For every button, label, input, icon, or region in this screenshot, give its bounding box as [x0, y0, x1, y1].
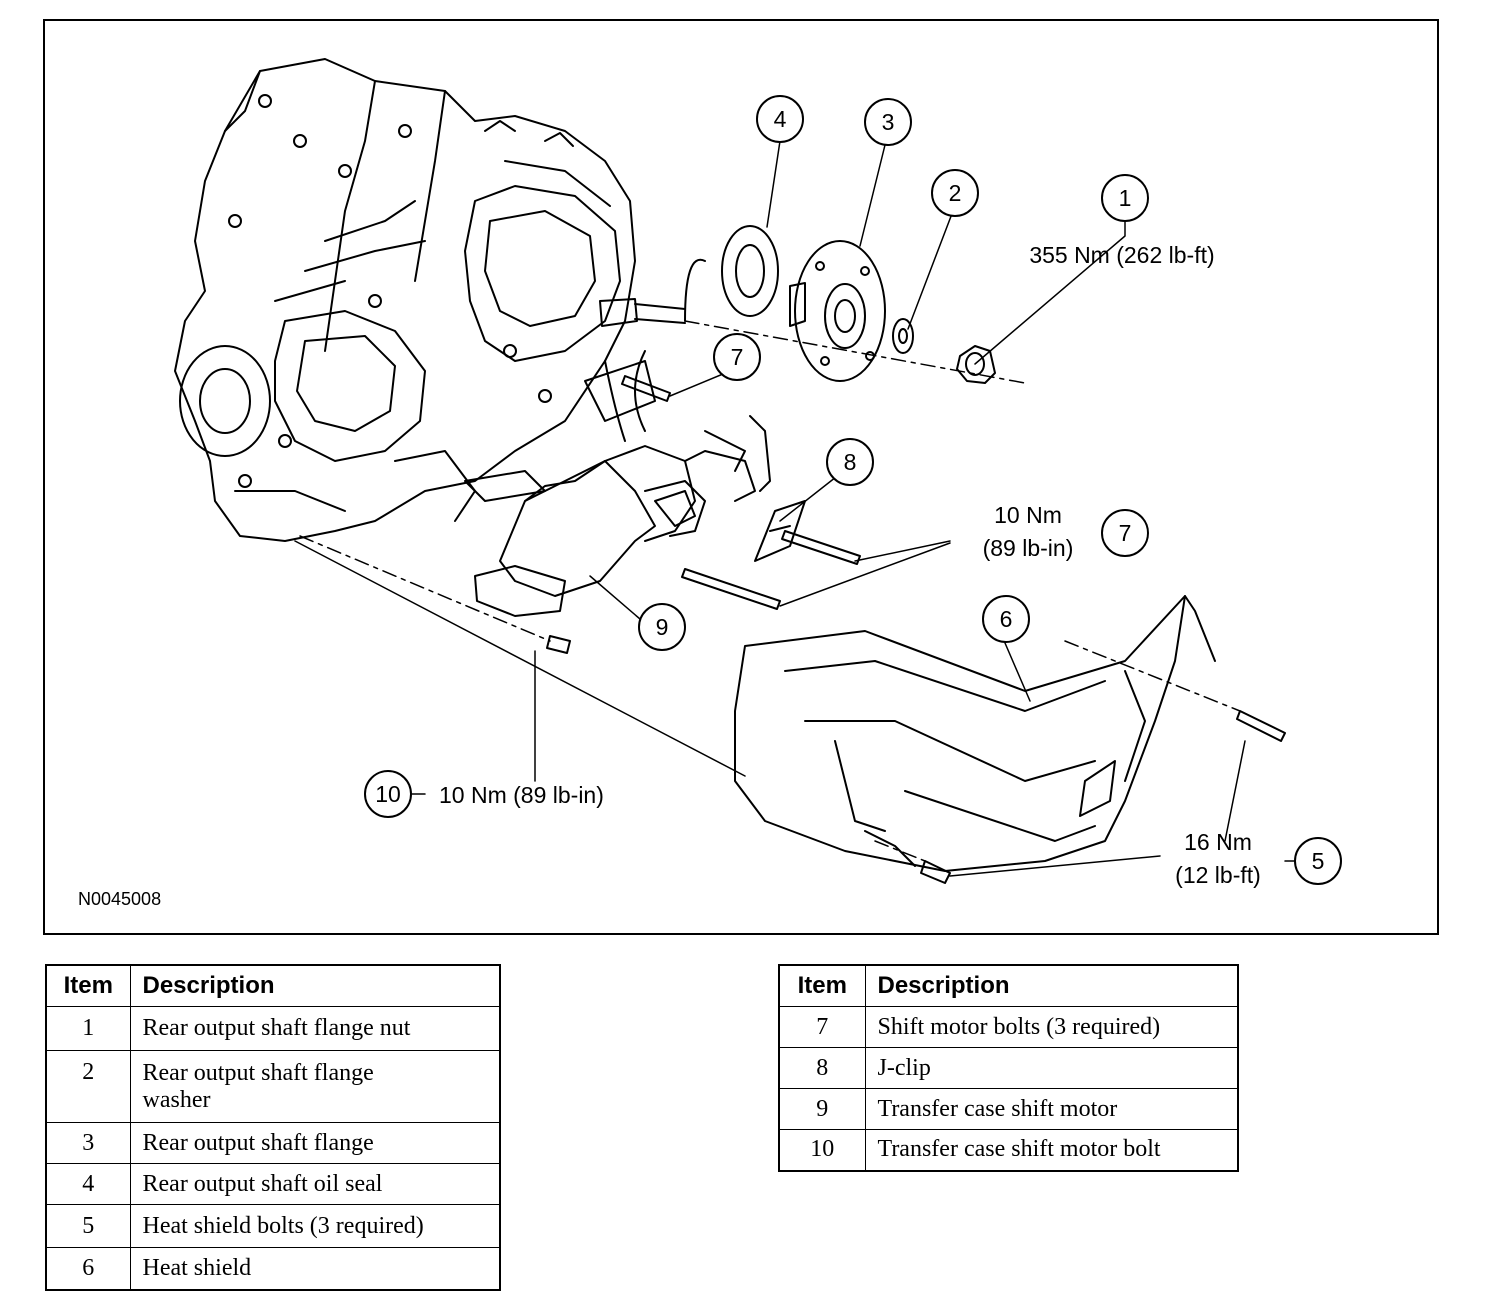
shift-motor-bolt-10 [299, 535, 571, 654]
table-row: 10 Transfer case shift motor bolt [778, 1129, 1239, 1171]
item-number: 2 [45, 1050, 131, 1123]
callout-10-label: 10 [375, 781, 401, 807]
callout-7-right: 7 [1101, 509, 1149, 557]
table-row: 9 Transfer case shift motor [778, 1088, 1239, 1130]
item-description: Heat shield [129, 1247, 501, 1290]
item-number: 9 [778, 1088, 866, 1130]
legend-table-right: Item Description 7 Shift motor bolts (3 … [778, 964, 1239, 1172]
callout-5: 5 [1294, 837, 1342, 885]
exploded-view-diagram: 1 2 3 4 5 6 7 [43, 19, 1439, 935]
callout-1-label: 1 [1119, 185, 1132, 211]
table-row: 6 Heat shield [45, 1247, 501, 1290]
callout-8: 8 [826, 438, 874, 486]
heat-shield-part [734, 595, 1216, 872]
item-number: 8 [778, 1047, 866, 1089]
table-row: 1 Rear output shaft flange nut [45, 1006, 501, 1051]
callout-2: 2 [931, 169, 979, 217]
transfer-case-housing [174, 58, 656, 542]
item-description: Transfer case shift motor [864, 1088, 1239, 1130]
item-description: J-clip [864, 1047, 1239, 1089]
torque-item-7-line1: 10 Nm [994, 502, 1062, 528]
shift-motor-bolts [621, 375, 861, 610]
flange-part [789, 240, 886, 382]
callout-bubbles: 1 2 3 4 5 6 7 [364, 95, 1342, 885]
item-description: Rear output shaft flange washer [129, 1050, 501, 1123]
item-number: 10 [778, 1129, 866, 1171]
torque-item-1: 355 Nm (262 lb-ft) [1029, 242, 1214, 268]
callout-10: 10 [364, 770, 412, 818]
callout-4-label: 4 [774, 106, 787, 132]
callout-7-right-label: 7 [1119, 520, 1132, 546]
oil-seal-part [684, 225, 779, 322]
item-number: 4 [45, 1163, 131, 1205]
item-header: Item [45, 964, 131, 1007]
torque-item-10: 10 Nm (89 lb-in) [439, 782, 604, 808]
description-header: Description [129, 964, 501, 1007]
item-description: Heat shield bolts (3 required) [129, 1204, 501, 1248]
diagram-canvas: 1 2 3 4 5 6 7 [78, 58, 1342, 909]
callout-3: 3 [864, 98, 912, 146]
item-description: Rear output shaft flange nut [129, 1006, 501, 1051]
legend-header-row: Item Description [45, 964, 501, 1007]
callout-5-label: 5 [1312, 848, 1325, 874]
legend-header-row: Item Description [778, 964, 1239, 1007]
legend-table-left: Item Description 1 Rear output shaft fla… [45, 964, 501, 1291]
callout-2-label: 2 [949, 180, 962, 206]
shift-motor-part [474, 350, 756, 617]
item-description: Transfer case shift motor bolt [864, 1129, 1239, 1171]
torque-specs: 355 Nm (262 lb-ft) 10 Nm (89 lb-in) 10 N… [439, 242, 1261, 888]
callout-9-label: 9 [656, 614, 669, 640]
table-row: 8 J-clip [778, 1047, 1239, 1089]
output-shaft [599, 298, 686, 327]
table-row: 4 Rear output shaft oil seal [45, 1163, 501, 1205]
table-row: 3 Rear output shaft flange [45, 1122, 501, 1164]
item-header: Item [778, 964, 866, 1007]
callout-6-label: 6 [1000, 606, 1013, 632]
table-row: 2 Rear output shaft flange washer [45, 1050, 501, 1123]
item-number: 5 [45, 1204, 131, 1248]
item-description: Rear output shaft flange [129, 1122, 501, 1164]
callout-6: 6 [982, 595, 1030, 643]
torque-item-7-line2: (89 lb-in) [983, 535, 1074, 561]
table-row: 7 Shift motor bolts (3 required) [778, 1006, 1239, 1048]
figure-id: N0045008 [78, 889, 161, 909]
callout-7-top: 7 [713, 333, 761, 381]
item-number: 7 [778, 1006, 866, 1048]
washer-part [892, 318, 914, 354]
item-number: 1 [45, 1006, 131, 1051]
j-clip-part [749, 415, 806, 562]
callout-9: 9 [638, 603, 686, 651]
heat-shield-bolts [874, 640, 1286, 884]
callout-1: 1 [1101, 174, 1149, 222]
table-row: 5 Heat shield bolts (3 required) [45, 1204, 501, 1248]
callout-8-label: 8 [844, 449, 857, 475]
item-number: 3 [45, 1122, 131, 1164]
description-header: Description [864, 964, 1239, 1007]
item-description: Shift motor bolts (3 required) [864, 1006, 1239, 1048]
item-description: Rear output shaft oil seal [129, 1163, 501, 1205]
callout-7-top-label: 7 [731, 344, 744, 370]
callout-3-label: 3 [882, 109, 895, 135]
torque-item-5-line2: (12 lb-ft) [1175, 862, 1261, 888]
callout-4: 4 [756, 95, 804, 143]
item-number: 6 [45, 1247, 131, 1290]
torque-item-5-line1: 16 Nm [1184, 829, 1252, 855]
